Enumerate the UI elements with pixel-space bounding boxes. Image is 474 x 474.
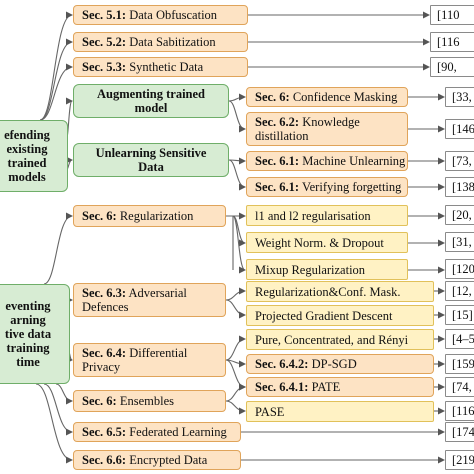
node-data-obfuscation: Sec. 5.1: Data Obfuscation: [73, 5, 248, 25]
ref-box: [120: [445, 259, 474, 279]
ref-box: [74,: [445, 377, 474, 397]
node-synthetic-data: Sec. 5.3: Synthetic Data: [73, 57, 248, 77]
section-number: Sec. 5.1:: [82, 8, 127, 22]
ref-box: [116: [445, 401, 474, 421]
group-augmenting-trained-model: Augmenting trained model: [73, 84, 229, 118]
ref-box: [15]: [445, 305, 474, 325]
section-number: Sec. 6.1:: [255, 154, 300, 168]
ref-box: [174: [445, 422, 474, 442]
edge-ens-to-pate: [225, 383, 246, 402]
ref-box: [90,: [430, 57, 474, 77]
section-title: Data Sabitization: [126, 35, 216, 49]
node-data-sabitization: Sec. 5.2: Data Sabitization: [73, 32, 248, 52]
leaf-pase: PASE: [246, 401, 434, 422]
node-differential-privacy: Sec. 6.4: Differential Privacy: [73, 343, 226, 377]
section-title: Regularization: [116, 209, 194, 223]
ref-box: [219: [445, 450, 474, 470]
edge-root-to-data-sabitization: [39, 38, 73, 121]
root-preventing-learning-sensitive-data: eventing arning tive data training time: [0, 284, 70, 384]
edge-reg-to-mixup: [232, 215, 246, 274]
edge-root-to-encrypted: [35, 383, 73, 464]
ref-box: [146: [445, 119, 474, 139]
section-number: Sec. 6.3:: [82, 286, 127, 300]
section-number: Sec. 6.4:: [82, 346, 127, 360]
section-number: Sec. 5.3:: [82, 60, 127, 74]
section-title: Ensembles: [116, 394, 175, 408]
leaf-weight-norm-dropout: Weight Norm. & Dropout: [246, 232, 408, 253]
ref-box: [159: [445, 354, 474, 374]
node-machine-unlearning: Sec. 6.1: Machine Unlearning: [246, 151, 408, 171]
section-title: Verifying forgetting: [299, 180, 402, 194]
section-number: Sec. 6:: [255, 90, 290, 104]
node-ensembles: Sec. 6: Ensembles: [73, 390, 226, 412]
section-number: Sec. 6.4.1:: [255, 380, 309, 394]
section-title: Confidence Masking: [289, 90, 398, 104]
section-title: PATE: [308, 380, 341, 394]
leaf-l1-l2-regularisation: l1 and l2 regularisation: [246, 205, 408, 226]
edge-dp-to-renyi: [225, 335, 246, 361]
leaf-mixup-regularization: Mixup Regularization: [246, 259, 408, 280]
section-title: Adversarial Defences: [82, 286, 187, 314]
edge-root-to-federated: [43, 383, 73, 436]
leaf-pure-concentrated-renyi: Pure, Concentrated, and Rényi: [246, 329, 434, 350]
section-title: Data Obfuscation: [126, 8, 218, 22]
leaf-projected-gradient-descent: Projected Gradient Descent: [246, 305, 434, 326]
edge-root-to-ensembles: [55, 383, 73, 405]
section-number: Sec. 6.2:: [255, 115, 300, 129]
section-title: Differential Privacy: [82, 346, 188, 374]
section-number: Sec. 6.6:: [82, 453, 127, 467]
node-verifying-forgetting: Sec. 6.1: Verifying forgetting: [246, 177, 408, 197]
node-adversarial-defences: Sec. 6.3: Adversarial Defences: [73, 283, 226, 317]
root-defending-existing-models: efending existing trained models: [0, 120, 68, 192]
section-title: Federated Learning: [126, 425, 227, 439]
ref-box: [31,: [445, 232, 474, 252]
ref-box: [12,: [445, 281, 474, 301]
edge-augmenting-to-confidence: [228, 93, 246, 102]
section-title: Knowledge distillation: [255, 115, 360, 143]
edge-root-to-regularization: [43, 212, 73, 285]
section-title: Machine Unlearning: [299, 154, 406, 168]
edge-adv-to-regconf: [225, 287, 246, 301]
ref-box: [33,: [445, 87, 474, 107]
ref-box: [116: [430, 32, 474, 52]
edge-unlearning-to-verifying: [228, 159, 246, 191]
section-number: Sec. 6.5:: [82, 425, 127, 439]
group-unlearning-sensitive-data: Unlearning Sensitive Data: [73, 143, 229, 177]
node-regularization: Sec. 6: Regularization: [73, 205, 226, 227]
node-dp-sgd: Sec. 6.4.2: DP-SGD: [246, 354, 434, 374]
section-title: Encrypted Data: [126, 453, 208, 467]
edge-adv-to-pgd: [225, 299, 246, 319]
node-confidence-masking: Sec. 6: Confidence Masking: [246, 87, 408, 107]
ref-box: [20,: [445, 205, 474, 225]
section-number: Sec. 6.1:: [255, 180, 300, 194]
section-number: Sec. 6:: [82, 209, 117, 223]
ref-box: [138: [445, 177, 474, 197]
node-federated-learning: Sec. 6.5: Federated Learning: [73, 422, 241, 442]
edge-augmenting-to-distillation: [228, 100, 246, 133]
edge-root-to-synthetic-data: [39, 63, 73, 121]
edge-root-to-data-obfuscation: [39, 11, 73, 121]
node-knowledge-distillation: Sec. 6.2: Knowledge distillation: [246, 112, 408, 146]
node-encrypted-data: Sec. 6.6: Encrypted Data: [73, 450, 241, 470]
section-number: Sec. 5.2:: [82, 35, 127, 49]
node-pate: Sec. 6.4.1: PATE: [246, 377, 434, 397]
ref-box: [110: [430, 5, 474, 25]
section-number: Sec. 6:: [82, 394, 117, 408]
ref-box: [4–5: [445, 329, 474, 349]
section-number: Sec. 6.4.2:: [255, 357, 309, 371]
section-title: DP-SGD: [308, 357, 357, 371]
ref-box: [73,: [445, 151, 474, 171]
edge-ens-to-pase: [225, 400, 246, 415]
leaf-regularization-conf-mask: Regularization&Conf. Mask.: [246, 281, 434, 302]
section-title: Synthetic Data: [126, 60, 204, 74]
